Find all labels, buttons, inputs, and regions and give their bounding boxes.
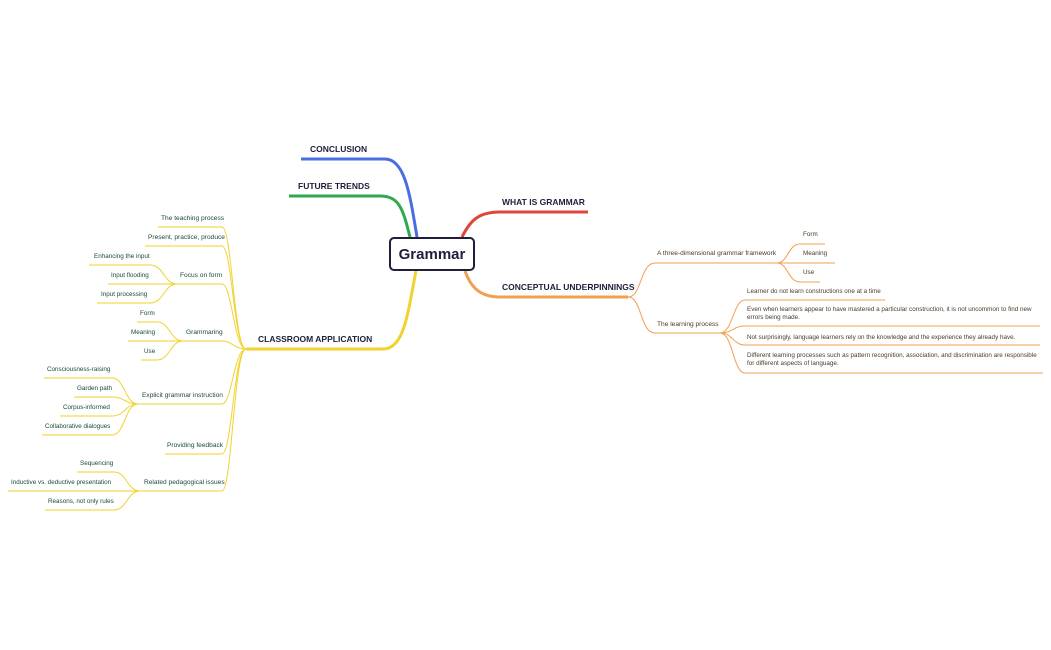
- consciousness-raising-node[interactable]: Consciousness-raising: [47, 366, 111, 373]
- learning-point-4[interactable]: Different learning processes such as pat…: [747, 352, 1037, 367]
- learning-point-1[interactable]: Learner do not learn constructions one a…: [747, 288, 881, 295]
- classroom-branch: [246, 270, 418, 351]
- providing-feedback-node[interactable]: Providing feedback: [167, 442, 224, 449]
- collaborative-dialogues-node[interactable]: Collaborative dialogues: [45, 423, 111, 430]
- ppp-node[interactable]: Present, practice, produce: [148, 234, 225, 241]
- sequencing-node[interactable]: Sequencing: [80, 460, 114, 467]
- framework-form-node[interactable]: Form: [803, 231, 818, 238]
- teaching-process-node[interactable]: The teaching process: [161, 215, 225, 222]
- grammaring-use-node[interactable]: Use: [144, 348, 156, 355]
- conceptual-underpinnings-node[interactable]: CONCEPTUAL UNDERPINNINGS: [502, 282, 635, 292]
- what-is-grammar-node[interactable]: WHAT IS GRAMMAR: [502, 197, 585, 207]
- future-trends-branch: [289, 194, 412, 238]
- focus-on-form-node[interactable]: Focus on form: [180, 272, 223, 279]
- enhancing-input-node[interactable]: Enhancing the input: [94, 253, 150, 260]
- input-processing-node[interactable]: Input processing: [101, 291, 148, 298]
- root-node[interactable]: Grammar: [389, 237, 475, 271]
- grammaring-form-node[interactable]: Form: [140, 310, 155, 317]
- learning-point-2[interactable]: Even when learners appear to have master…: [747, 306, 1032, 321]
- inductive-deductive-node[interactable]: Inductive vs. deductive presentation: [11, 479, 112, 486]
- conceptual-branch: [463, 270, 628, 299]
- framework-use-node[interactable]: Use: [803, 269, 815, 276]
- reasons-not-rules-node[interactable]: Reasons, not only rules: [48, 498, 114, 505]
- classroom-application-node[interactable]: CLASSROOM APPLICATION: [258, 334, 373, 344]
- learning-point-3[interactable]: Not surprisingly, language learners rely…: [747, 334, 1016, 341]
- learning-process-node[interactable]: The learning process: [657, 321, 719, 328]
- related-issues-node[interactable]: Related pedagogical issues: [144, 479, 225, 486]
- input-flooding-node[interactable]: Input flooding: [111, 272, 149, 279]
- conceptual-connectors: [627, 243, 1043, 374]
- framework-node[interactable]: A three-dimensional grammar framework: [657, 250, 777, 257]
- conclusion-branch: [301, 157, 419, 238]
- classroom-connectors: [8, 226, 247, 511]
- corpus-informed-node[interactable]: Corpus-informed: [63, 404, 110, 411]
- grammaring-meaning-node[interactable]: Meaning: [131, 329, 156, 336]
- grammaring-node[interactable]: Grammaring: [186, 329, 223, 336]
- garden-path-node[interactable]: Garden path: [77, 385, 113, 392]
- what-is-grammar-branch: [460, 210, 588, 238]
- future-trends-node[interactable]: FUTURE TRENDS: [298, 181, 370, 191]
- conclusion-node[interactable]: CONCLUSION: [310, 144, 368, 154]
- explicit-instruction-node[interactable]: Explicit grammar instruction: [142, 392, 223, 399]
- framework-meaning-node[interactable]: Meaning: [803, 250, 828, 257]
